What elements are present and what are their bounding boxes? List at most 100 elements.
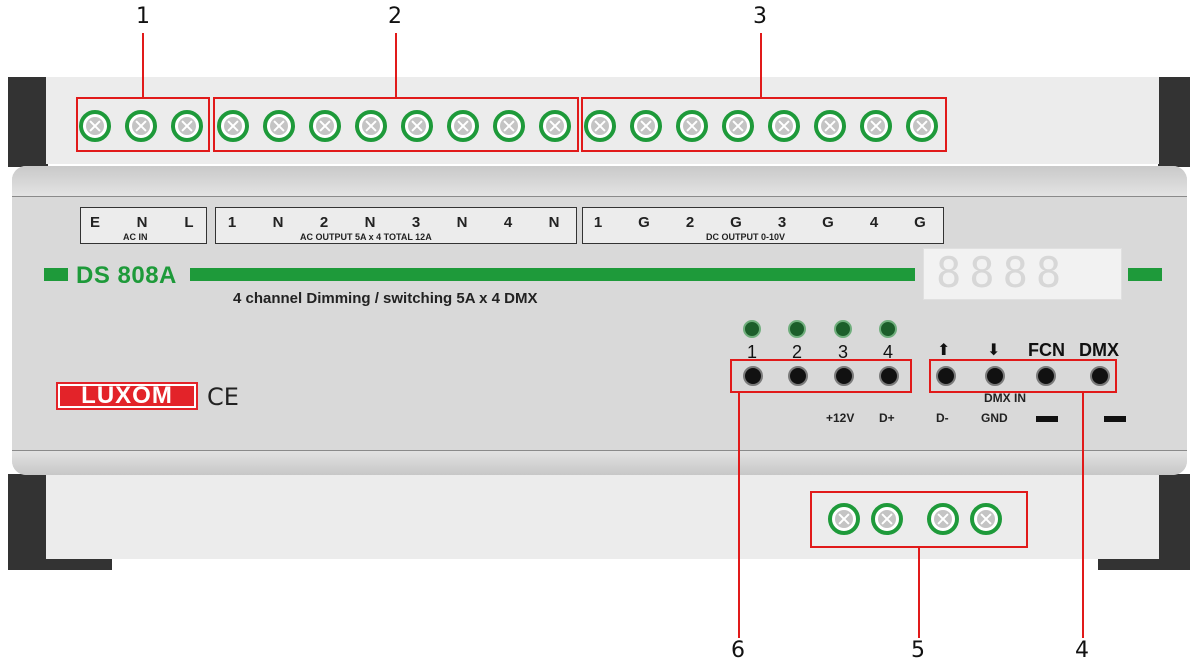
terminal-label: G [914, 214, 926, 231]
callout-box-1 [76, 97, 210, 152]
device-description: 4 channel Dimming / switching 5A x 4 DMX [233, 290, 538, 307]
callout-number-5: 5 [911, 638, 925, 663]
callout-number-3: 3 [753, 4, 767, 29]
green-stripe [1128, 268, 1162, 281]
terminal-screw [630, 110, 662, 142]
terminal-screw [447, 110, 479, 142]
minus-dash [1036, 416, 1058, 422]
channel-led [834, 320, 852, 338]
channel-1-button[interactable] [743, 366, 763, 386]
callout-box-5 [810, 491, 1028, 548]
dmx-button[interactable] [1090, 366, 1110, 386]
dc-output-caption: DC OUTPUT 0-10V [706, 232, 786, 242]
callout-line-4 [1082, 393, 1084, 638]
dmx-label: DMX [1079, 340, 1119, 360]
ac-output-caption: AC OUTPUT 5A x 4 TOTAL 12A [300, 232, 432, 242]
terminal-label: 1 [593, 214, 603, 231]
terminal-label: 4 [869, 214, 879, 231]
left-rail-top [8, 77, 48, 167]
terminal-label: N [456, 214, 468, 231]
terminal-label: 2 [685, 214, 695, 231]
terminal-label: N [364, 214, 376, 231]
terminal-screw [814, 110, 846, 142]
callout-number-6: 6 [731, 638, 745, 663]
screw-icon [683, 117, 701, 135]
fcn-label: FCN [1028, 340, 1065, 360]
fcn-button[interactable] [1036, 366, 1056, 386]
terminal-screw [217, 110, 249, 142]
terminal-label: 2 [319, 214, 329, 231]
green-stripe [190, 268, 915, 281]
screw-icon [178, 117, 196, 135]
callout-box-6 [730, 359, 912, 393]
screw-icon [86, 117, 104, 135]
display-digits: 8888 [936, 248, 1070, 297]
screw-icon [775, 117, 793, 135]
dc-output-label-strip [582, 207, 944, 244]
terminal-label: N [548, 214, 560, 231]
terminal-label: 3 [777, 214, 787, 231]
callout-line-6 [738, 393, 740, 638]
callout-line-2 [395, 33, 397, 97]
screw-icon [224, 117, 242, 135]
terminal-screw [125, 110, 157, 142]
callout-box-2 [213, 97, 579, 152]
screw-icon [132, 117, 150, 135]
d-plus-terminal[interactable] [879, 366, 899, 386]
callout-number-2: 2 [388, 4, 402, 29]
ce-mark: CE [207, 383, 239, 411]
gnd-label: GND [981, 411, 1008, 425]
terminal-screw [493, 110, 525, 142]
terminal-screw [263, 110, 295, 142]
up-button[interactable] [936, 366, 956, 386]
seven-segment-display [923, 248, 1122, 300]
terminal-screw [768, 110, 800, 142]
terminal-screw [584, 110, 616, 142]
screw-icon [913, 117, 931, 135]
screw-icon [591, 117, 609, 135]
arrow-up-icon: ⬆ [937, 342, 951, 359]
terminal-label: G [638, 214, 650, 231]
callout-line-1 [142, 33, 144, 97]
dmx-in-label: DMX IN [984, 391, 1026, 405]
screw-icon [454, 117, 472, 135]
model-name: DS 808A [76, 262, 177, 289]
channel-led-label: 2 [791, 342, 802, 362]
brand-text: LUXOM [56, 382, 198, 410]
terminal-screw [970, 503, 1002, 535]
screw-icon [878, 510, 896, 528]
channel-led [788, 320, 806, 338]
screw-icon [729, 117, 747, 135]
right-rail-top [1158, 77, 1190, 167]
callout-number-4: 4 [1075, 638, 1089, 663]
callout-number-1: 1 [136, 4, 150, 29]
terminal-screw [676, 110, 708, 142]
brand-logo: LUXOM [56, 382, 198, 410]
terminal-screw [401, 110, 433, 142]
terminal-label: L [184, 214, 194, 231]
screw-icon [821, 117, 839, 135]
screw-icon [316, 117, 334, 135]
channel-led-label: 1 [746, 342, 757, 362]
d-minus-label: D- [936, 411, 949, 425]
screw-icon [546, 117, 564, 135]
channel-led [879, 320, 897, 338]
channel-led-label: 3 [837, 342, 848, 362]
ac-output-label-strip [215, 207, 577, 244]
plus-12v-terminal[interactable] [834, 366, 854, 386]
terminal-label: N [272, 214, 284, 231]
screw-icon [500, 117, 518, 135]
ac-in-caption: AC IN [123, 232, 148, 242]
terminal-screw [171, 110, 203, 142]
channel-2-button[interactable] [788, 366, 808, 386]
down-button[interactable] [985, 366, 1005, 386]
divider-line [12, 450, 1187, 451]
front-panel-bottom-edge [12, 450, 1187, 475]
front-panel-top-edge [12, 166, 1187, 196]
divider-line [12, 196, 1187, 197]
arrow-down-icon: ⬇ [987, 342, 1001, 359]
terminal-label: 3 [411, 214, 421, 231]
screw-icon [362, 117, 380, 135]
screw-icon [270, 117, 288, 135]
terminal-label: E [89, 214, 100, 231]
